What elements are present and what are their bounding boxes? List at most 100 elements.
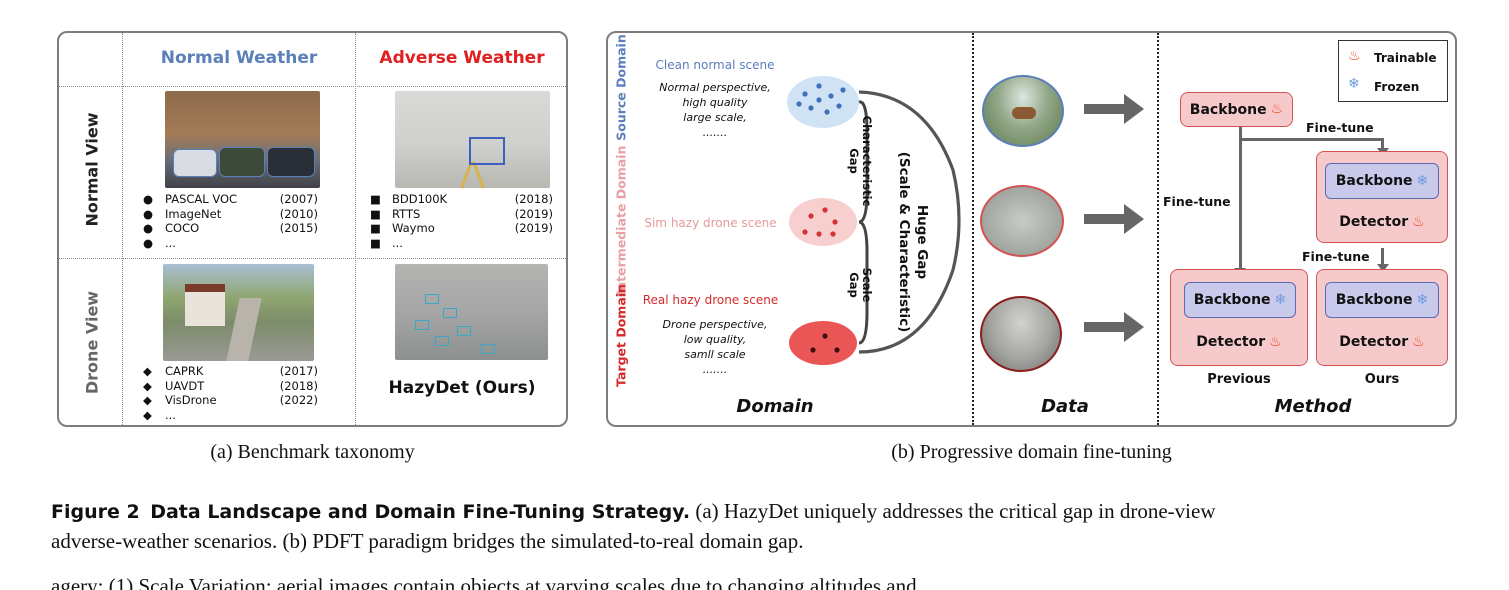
section-title-domain: Domain <box>736 396 814 417</box>
hazydet-label: HazyDet (Ours) <box>388 378 536 398</box>
road-line-left <box>460 161 473 189</box>
characteristic-gap-brace <box>858 100 869 224</box>
legend-box <box>1338 40 1448 102</box>
huge-gap-arc <box>858 90 961 354</box>
connector-line <box>1239 138 1383 141</box>
figure-caption-line1: Figure 2 Data Landscape and Domain Fine-… <box>51 497 1461 527</box>
hazy-drone-photo <box>395 264 548 360</box>
clean-scene-description: Normal perspective, high quality large s… <box>659 81 771 139</box>
list-item: ◆VisDrone(2022) <box>143 393 318 407</box>
fire-icon: ♨ <box>1348 49 1361 64</box>
fire-icon: ♨ <box>1269 335 1282 350</box>
snowflake-icon: ❄ <box>1348 77 1360 92</box>
real-scene-label: Real hazy drone scene <box>642 293 779 307</box>
finetune-label-left: Fine-tune <box>1163 194 1231 209</box>
legend-trainable: Trainable <box>1374 51 1437 65</box>
detection-box <box>469 137 505 165</box>
snowflake-icon: ❄ <box>1416 173 1429 189</box>
frozen-backbone-box: Backbone❄ <box>1325 282 1439 318</box>
sim-scene-label: Sim hazy drone scene <box>644 216 777 230</box>
foggy-road-photo <box>395 91 550 189</box>
list-item: ◆CAPRK(2017) <box>143 364 318 378</box>
side-label-target-domain: Target Domain <box>613 284 629 387</box>
car-shape <box>267 147 315 177</box>
side-label-source-domain: Source Domain <box>613 34 629 141</box>
benchmark-taxonomy-panel <box>57 31 568 427</box>
finetune-label-top: Fine-tune <box>1306 120 1374 135</box>
figure-title: Data Landscape and Domain Fine-Tuning St… <box>150 501 691 523</box>
snowflake-icon: ❄ <box>1274 292 1287 308</box>
house-shape <box>185 284 225 326</box>
clean-dog-image <box>982 75 1064 147</box>
list-item: ■... <box>370 235 403 250</box>
detector-row: Detector ♨ <box>1316 334 1448 351</box>
car-shape <box>219 147 265 177</box>
target-points <box>810 333 840 353</box>
scale-gap-label: Scale Gap <box>847 267 874 303</box>
dog-shape <box>1012 107 1036 119</box>
list-item: ◆UAVDT(2018) <box>143 378 318 393</box>
vehicle-box <box>481 344 495 354</box>
row-header-drone-view: Drone View <box>82 290 102 395</box>
list-item: ■RTTS(2019) <box>370 206 553 221</box>
figure-text-1: (a) HazyDet uniquely addresses the criti… <box>695 499 1216 523</box>
backbone-label: Backbone <box>1189 101 1267 118</box>
figure-label: Figure 2 <box>51 501 140 523</box>
grid-line-h1 <box>59 86 566 87</box>
section-title-method: Method <box>1274 396 1352 417</box>
progressive-finetuning-panel <box>606 31 1457 427</box>
road-shape <box>226 298 262 361</box>
fire-icon: ♨ <box>1412 215 1425 230</box>
vehicle-box <box>443 308 457 318</box>
figure-text-2: adverse-weather scenarios. (b) PDFT para… <box>51 529 804 553</box>
list-item: ◆... <box>143 407 176 422</box>
list-item: ●PASCAL VOC(2007) <box>143 192 318 206</box>
detector-row: Detector ♨ <box>1316 214 1448 231</box>
connector-line <box>1381 248 1384 268</box>
vehicle-box <box>425 294 439 304</box>
connector-line <box>1381 138 1384 152</box>
previous-label: Previous <box>1207 372 1271 387</box>
list-item: ●ImageNet(2010) <box>143 206 318 221</box>
detector-label: Detector <box>1339 214 1409 230</box>
arrow-right <box>1084 312 1144 342</box>
target-domain-cluster <box>789 321 857 365</box>
snowflake-icon: ❄ <box>1416 292 1429 308</box>
figure-caption: Figure 2 Data Landscape and Domain Fine-… <box>51 497 1461 556</box>
scale-gap-brace <box>858 220 869 345</box>
row-header-normal-view: Normal View <box>82 112 102 227</box>
vehicle-box <box>435 336 449 346</box>
arrowhead-down <box>1377 264 1389 272</box>
divider-data-method <box>1157 33 1159 425</box>
caption-b: (b) Progressive domain fine-tuning <box>891 441 1172 463</box>
frozen-backbone-box: Backbone❄ <box>1184 282 1296 318</box>
normal-view-adverse-weather-list: ■BDD100K(2018) ■RTTS(2019) ■Waymo(2019) … <box>370 192 553 250</box>
list-item: ■Waymo(2019) <box>370 221 553 235</box>
detector-label: Detector <box>1339 334 1409 350</box>
body-text-line: agery: (1) Scale Variation: aerial image… <box>51 574 917 590</box>
source-points <box>796 83 846 115</box>
normal-view-normal-weather-list: ●PASCAL VOC(2007) ●ImageNet(2010) ●COCO(… <box>143 192 318 250</box>
vehicle-box <box>415 320 429 330</box>
list-item: ●COCO(2015) <box>143 221 318 235</box>
list-item: ■BDD100K(2018) <box>370 192 553 206</box>
arrow-right <box>1084 94 1144 124</box>
section-title-data: Data <box>1041 396 1089 417</box>
connector-line <box>1239 127 1242 273</box>
vehicle-box <box>457 326 471 336</box>
detector-row: Detector ♨ <box>1170 334 1308 351</box>
divider-domain-data <box>972 33 974 425</box>
clean-scene-label: Clean normal scene <box>655 58 775 72</box>
huge-gap-label: Huge Gap (Scale & Characteristic) <box>896 151 930 333</box>
drone-view-normal-weather-list: ◆CAPRK(2017) ◆UAVDT(2018) ◆VisDrone(2022… <box>143 364 318 422</box>
road-line-right <box>472 161 485 189</box>
side-label-intermediate-domain: Intermediate Domain <box>613 145 629 296</box>
fire-icon: ♨ <box>1412 335 1425 350</box>
legend-frozen: Frozen <box>1374 80 1420 94</box>
caption-a: (a) Benchmark taxonomy <box>210 441 415 463</box>
intermediate-points <box>802 207 838 237</box>
arrow-right <box>1084 204 1144 234</box>
grid-line-h2 <box>59 258 566 259</box>
grid-line-v1 <box>122 33 123 425</box>
data-arrows <box>1084 94 1144 342</box>
